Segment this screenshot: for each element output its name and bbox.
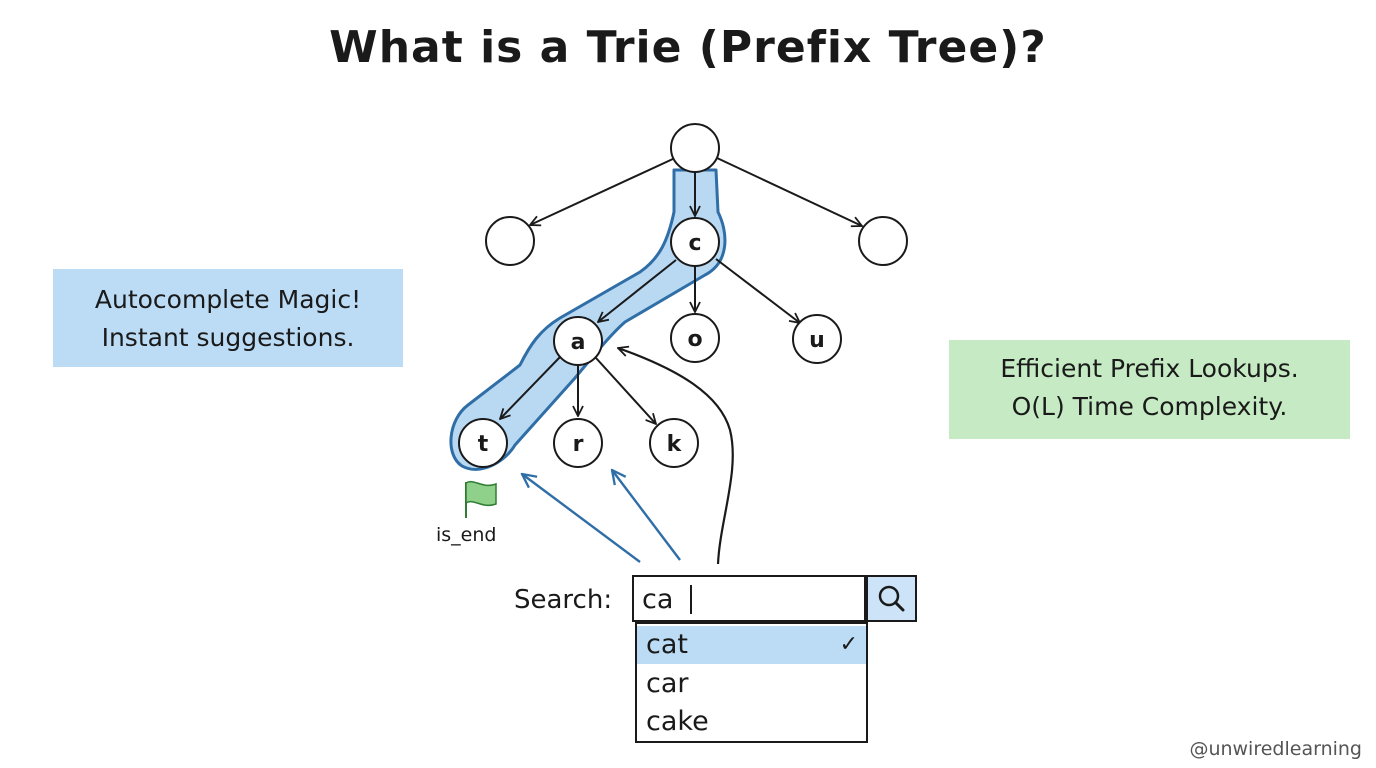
autocomplete-note-line2: Instant suggestions. [101,323,355,352]
is-end-label: is_end [436,524,496,546]
complexity-note: Efficient Prefix Lookups. O(L) Time Comp… [949,340,1350,439]
watermark: @unwiredlearning [1189,738,1362,760]
node-o-label: o [687,327,702,352]
search-to-r-arrow [612,470,681,561]
suggestion-dropdown: cat ✓ car cake [635,622,868,743]
edge-root-right [716,157,862,226]
page-title: What is a Trie (Prefix Tree)? [329,22,1047,73]
search-label: Search: [514,585,613,615]
node-right [858,216,908,266]
node-c-label: c [688,231,701,256]
search-to-a-arrow [618,348,734,565]
complexity-note-line2: O(L) Time Complexity. [1011,392,1288,421]
suggestion-label: car [646,668,689,699]
node-c: c [670,217,720,267]
text-caret [690,585,692,614]
node-r-label: r [573,432,584,457]
edge-c-a [598,259,677,322]
edge-a-t [500,356,561,419]
suggestion-item-car[interactable]: car [637,665,866,703]
node-a-label: a [571,330,586,355]
node-root [670,123,720,173]
node-k: k [649,418,699,468]
suggestion-item-cat[interactable]: cat ✓ [637,626,866,664]
node-o: o [670,313,720,363]
search-to-t-arrow [522,474,641,563]
suggestion-item-cake[interactable]: cake [637,703,866,741]
node-r: r [553,418,603,468]
search-box[interactable] [632,575,866,622]
node-left [485,216,535,266]
flag-icon [465,481,497,518]
node-u: u [792,314,842,364]
complexity-note-line1: Efficient Prefix Lookups. [1000,354,1299,383]
node-t: t [458,418,508,468]
autocomplete-note-line1: Autocomplete Magic! [94,285,362,314]
search-button[interactable] [866,575,917,622]
node-u-label: u [809,328,825,353]
edge-c-u [715,258,800,323]
suggestion-label: cake [646,706,709,737]
search-icon [878,585,905,612]
suggestion-label: cat [646,629,688,660]
node-a: a [553,316,603,366]
node-t-label: t [478,432,489,457]
edge-root-left [530,157,676,225]
edge-a-k [595,357,656,424]
search-input[interactable] [642,583,852,615]
node-k-label: k [667,432,683,457]
checkmark-icon: ✓ [839,632,858,657]
autocomplete-note: Autocomplete Magic! Instant suggestions. [53,269,403,367]
